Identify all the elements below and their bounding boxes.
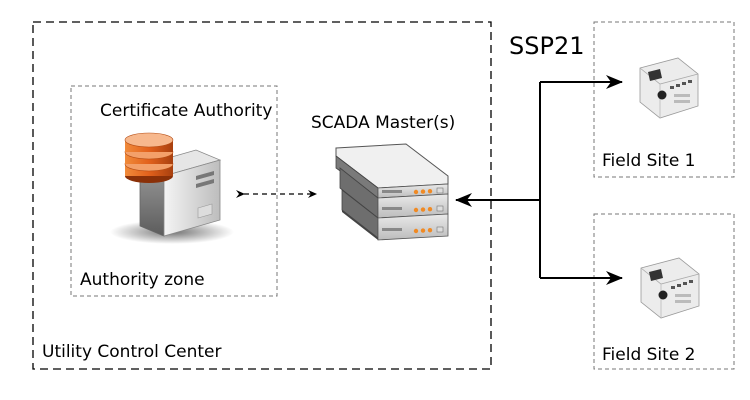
authority-zone-label: Authority zone — [80, 270, 205, 290]
field-device-2-icon — [640, 257, 700, 319]
field-site-2-zone — [593, 213, 735, 370]
certificate-authority-label: Certificate Authority — [100, 101, 273, 121]
field-site-1-zone — [593, 21, 735, 178]
utility-control-center-label: Utility Control Center — [42, 342, 222, 362]
field-site-1-label: Field Site 1 — [602, 151, 696, 171]
database-icon — [124, 132, 174, 183]
field-site-2-label: Field Site 2 — [602, 345, 696, 365]
field-device-1-icon — [639, 57, 699, 119]
scada-master-server-icon — [335, 143, 449, 241]
scada-master-label: SCADA Master(s) — [311, 113, 456, 133]
protocol-label: SSP21 — [509, 32, 585, 60]
certificate-authority-server-icon — [110, 132, 234, 244]
ssp21-connections — [455, 75, 623, 285]
utility-control-center-zone — [32, 21, 492, 370]
